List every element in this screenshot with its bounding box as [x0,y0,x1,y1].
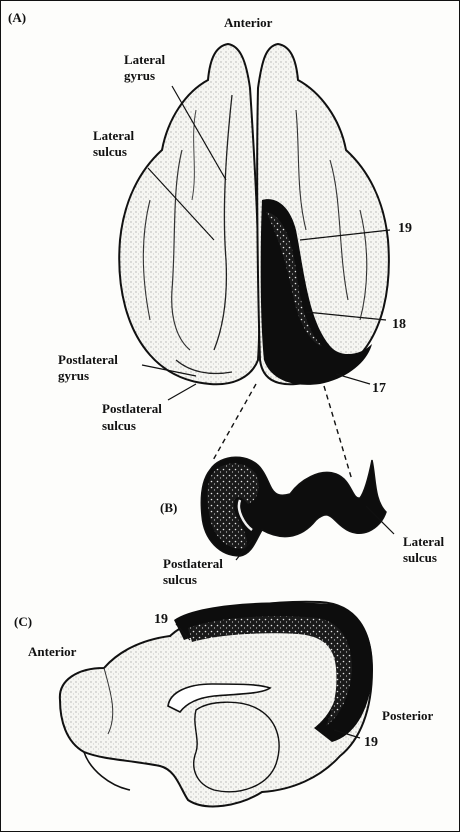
label-postlateral-gyrus-1: Postlateral [58,352,118,367]
label-postlateral-sulcus-2: sulcus [102,418,136,433]
label-lateral-sulcus-2: sulcus [93,144,127,159]
panel-a-label: (A) [8,10,26,25]
label-c-anterior: Anterior [28,644,77,659]
label-lateral-sulcus-1: Lateral [93,128,135,143]
label-c-posterior: Posterior [382,708,433,723]
label-c-19-top: 19 [154,612,168,627]
anterior-label-a: Anterior [224,15,273,30]
label-b-postlateral-2: sulcus [163,572,197,587]
section-line-right [324,386,352,480]
panel-c-label: (C) [14,614,32,629]
label-b-lateral-2: sulcus [403,550,437,565]
panel-b-label: (B) [160,500,177,515]
label-area-18-a: 18 [392,317,406,332]
label-postlateral-sulcus-1: Postlateral [102,401,162,416]
label-c-19-bottom: 19 [364,735,378,750]
label-lateral-gyrus-2: gyrus [124,68,155,83]
label-b-postlateral-1: Postlateral [163,556,223,571]
label-area-17-a: 17 [372,381,386,396]
brainstem [194,702,279,791]
left-hemisphere [119,44,259,384]
label-postlateral-gyrus-2: gyrus [58,368,89,383]
label-lateral-gyrus-1: Lateral [124,52,166,67]
section-line-left [212,384,256,462]
leader-postlateral-sulcus [168,384,196,400]
leader-17 [336,374,370,384]
label-area-19-a: 19 [398,221,412,236]
label-b-lateral-1: Lateral [403,534,445,549]
